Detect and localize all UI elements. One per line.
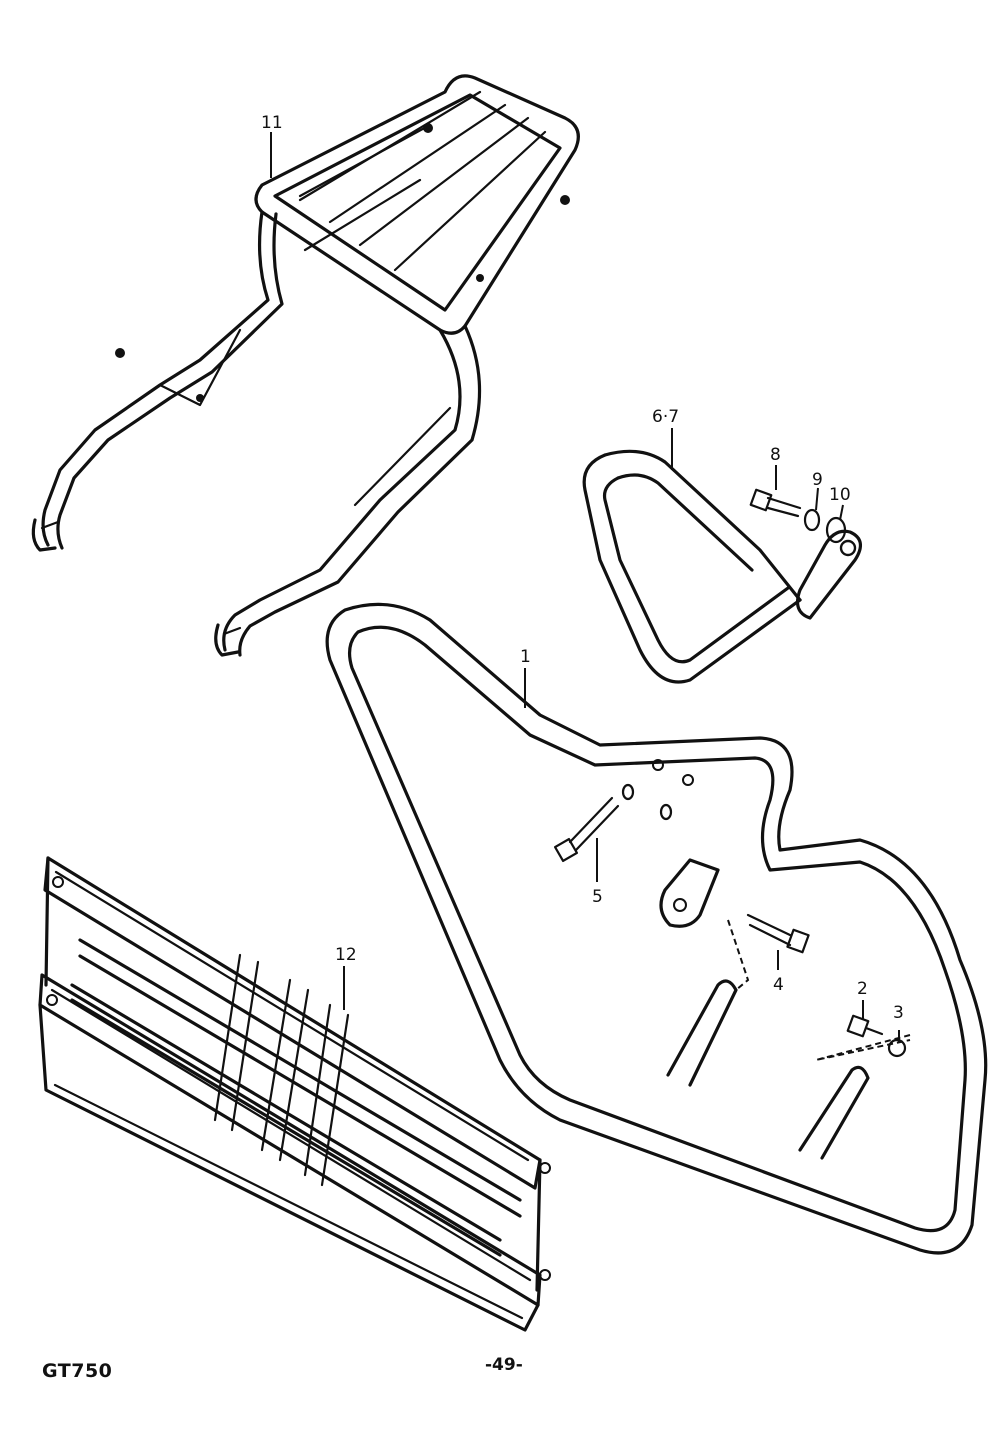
footrest-frame-part-12: [38, 856, 551, 1332]
bolt-part-8: [749, 488, 802, 518]
callout-6-7: 6·7: [652, 407, 679, 427]
bolt-part-4: [746, 913, 810, 954]
callout-labels: 11 1 5 4 2 3 8 9 10 6·7 12: [261, 113, 904, 1023]
bolt-part-2: [846, 1014, 884, 1038]
callout-9: 9: [812, 470, 823, 490]
callout-5: 5: [592, 887, 603, 907]
callout-8: 8: [770, 445, 781, 465]
leader-lines: [270, 132, 900, 1042]
page-number: -49-: [485, 1355, 523, 1375]
callout-1: 1: [520, 647, 531, 667]
washer-part-9: [803, 508, 821, 532]
engine-guard-part-1: [325, 602, 988, 1255]
callout-12: 12: [335, 945, 357, 965]
assembly-guide-lines: [727, 919, 911, 1061]
rear-carrier-part-11: [31, 74, 580, 657]
callout-3: 3: [893, 1003, 904, 1023]
washers-bracket-bolt: [621, 783, 673, 821]
model-code: GT750: [42, 1360, 113, 1382]
washer-part-10: [825, 516, 847, 544]
callout-4: 4: [773, 975, 784, 995]
nut-part-3: [887, 1038, 907, 1058]
callout-2: 2: [857, 979, 868, 999]
bolt-part-5: [553, 796, 620, 863]
callout-10: 10: [829, 485, 851, 505]
callout-11: 11: [261, 113, 283, 133]
guard-bar-part-6-7: [582, 449, 862, 684]
